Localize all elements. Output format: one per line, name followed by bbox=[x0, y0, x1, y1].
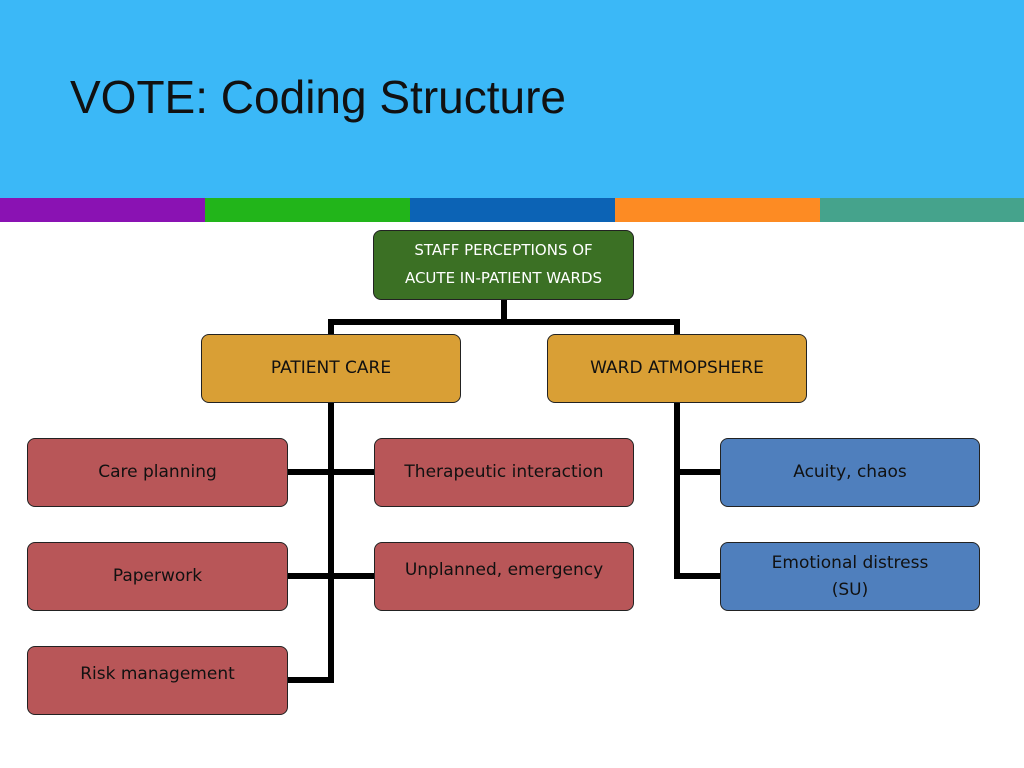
ward-atmosphere-node: WARD ATMOPSHERE bbox=[547, 334, 807, 403]
accent-stripe-green bbox=[205, 198, 410, 222]
emotional-distress-label: Emotional distress (SU) bbox=[771, 553, 929, 600]
risk-management-label: Risk management bbox=[80, 664, 235, 684]
patient-care-label: PATIENT CARE bbox=[270, 358, 392, 379]
connector-ward-atmosphere-trunk bbox=[674, 400, 723, 579]
unplanned-emergency-node: Unplanned, emergency bbox=[374, 542, 634, 611]
accent-stripe-blue bbox=[410, 198, 615, 222]
patient-care-node: PATIENT CARE bbox=[201, 334, 461, 403]
accent-stripe-orange bbox=[615, 198, 820, 222]
emotional-distress-node: Emotional distress (SU) bbox=[720, 542, 980, 611]
ward-atmosphere-label: WARD ATMOPSHERE bbox=[590, 358, 764, 379]
unplanned-emergency-label: Unplanned, emergency bbox=[404, 560, 604, 580]
paperwork-node: Paperwork bbox=[27, 542, 288, 611]
connector-root-to-categories bbox=[328, 297, 680, 337]
root-label: STAFF PERCEPTIONS OF ACUTE IN-PATIENT WA… bbox=[404, 241, 603, 287]
care-planning-node: Care planning bbox=[27, 438, 288, 507]
title-banner: VOTE: Coding Structure bbox=[0, 0, 1024, 198]
accent-stripe-teal bbox=[820, 198, 1024, 222]
accent-stripe-purple bbox=[0, 198, 205, 222]
slide-title: VOTE: Coding Structure bbox=[70, 71, 566, 123]
connector-patient-care-trunk bbox=[285, 400, 334, 683]
root-node: STAFF PERCEPTIONS OF ACUTE IN-PATIENT WA… bbox=[373, 230, 634, 300]
care-planning-label: Care planning bbox=[98, 462, 217, 483]
therapeutic-interaction-node: Therapeutic interaction bbox=[374, 438, 634, 507]
risk-management-node: Risk management bbox=[27, 646, 288, 715]
therapeutic-interaction-label: Therapeutic interaction bbox=[404, 462, 604, 483]
paperwork-label: Paperwork bbox=[112, 566, 203, 587]
acuity-chaos-node: Acuity, chaos bbox=[720, 438, 980, 507]
acuity-chaos-label: Acuity, chaos bbox=[793, 462, 907, 483]
